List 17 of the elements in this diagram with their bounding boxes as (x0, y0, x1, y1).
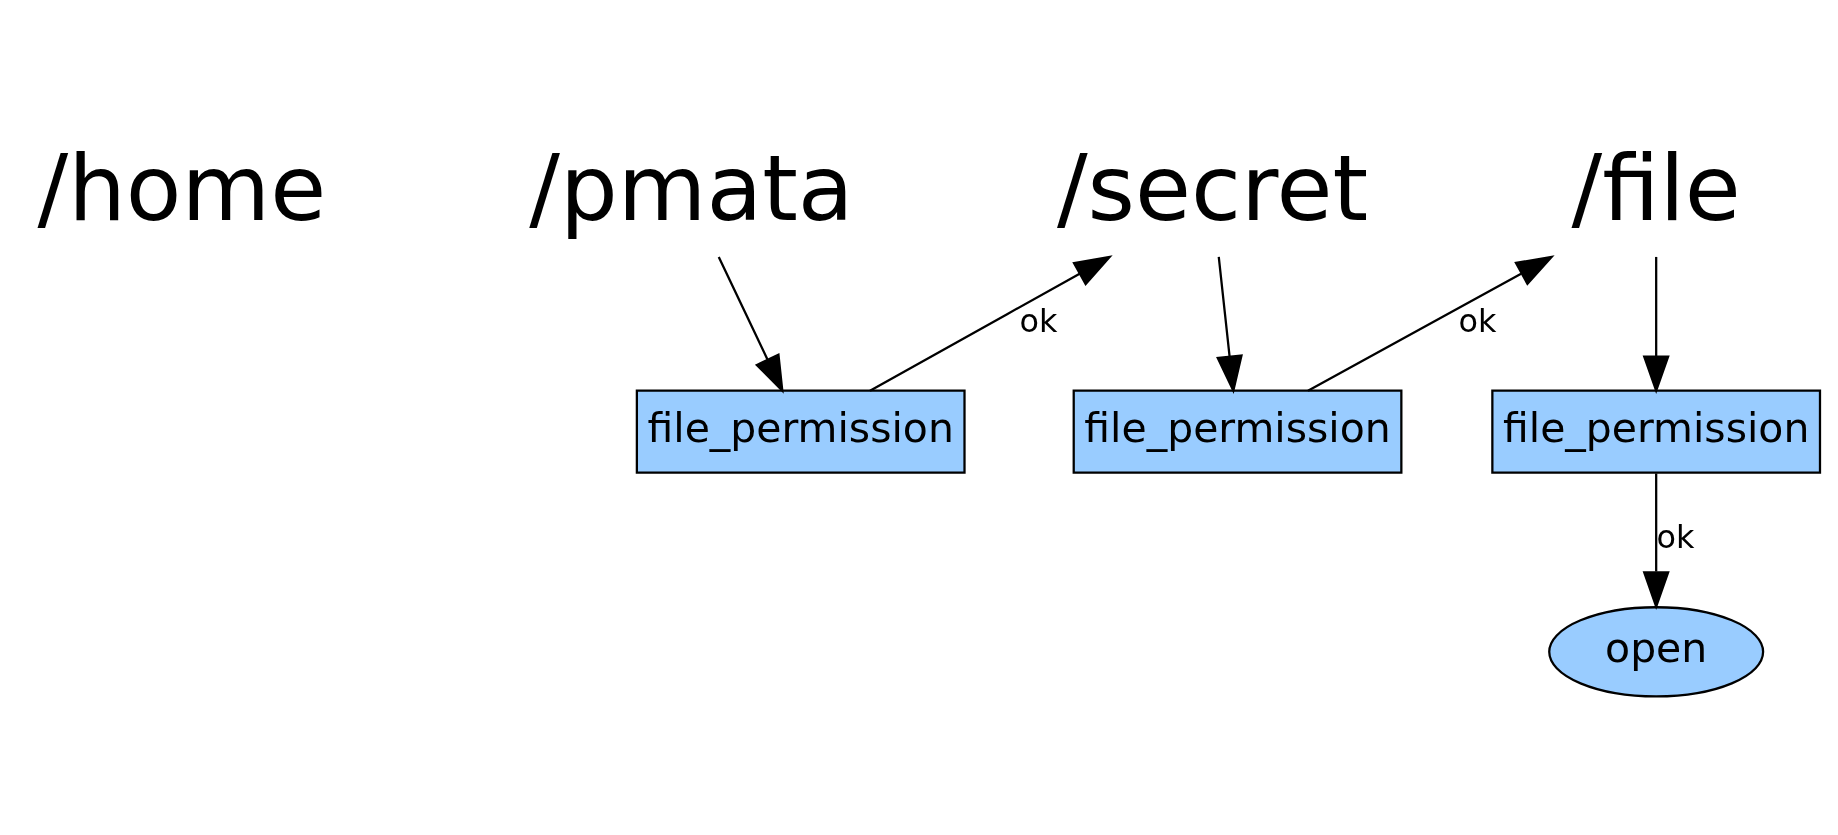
edge-label: ok (1656, 518, 1695, 557)
node-box: file_permission (635, 389, 966, 474)
edge-label: ok (1019, 301, 1058, 340)
node-text: /secret (1056, 136, 1369, 242)
node-text: /file (1571, 136, 1741, 242)
arrow (1307, 255, 1555, 392)
node-text: /pmata (529, 136, 854, 242)
arrow (1642, 473, 1670, 611)
label: /home (37, 136, 327, 242)
node-ellipse: open (1548, 606, 1765, 698)
arrow (869, 255, 1113, 392)
arrow (1216, 256, 1243, 395)
arrow (1642, 256, 1670, 395)
edge-label: ok (1458, 301, 1497, 340)
node-box: file_permission (1491, 389, 1822, 474)
node-box: file_permission (1072, 389, 1403, 474)
arrow (717, 256, 784, 394)
